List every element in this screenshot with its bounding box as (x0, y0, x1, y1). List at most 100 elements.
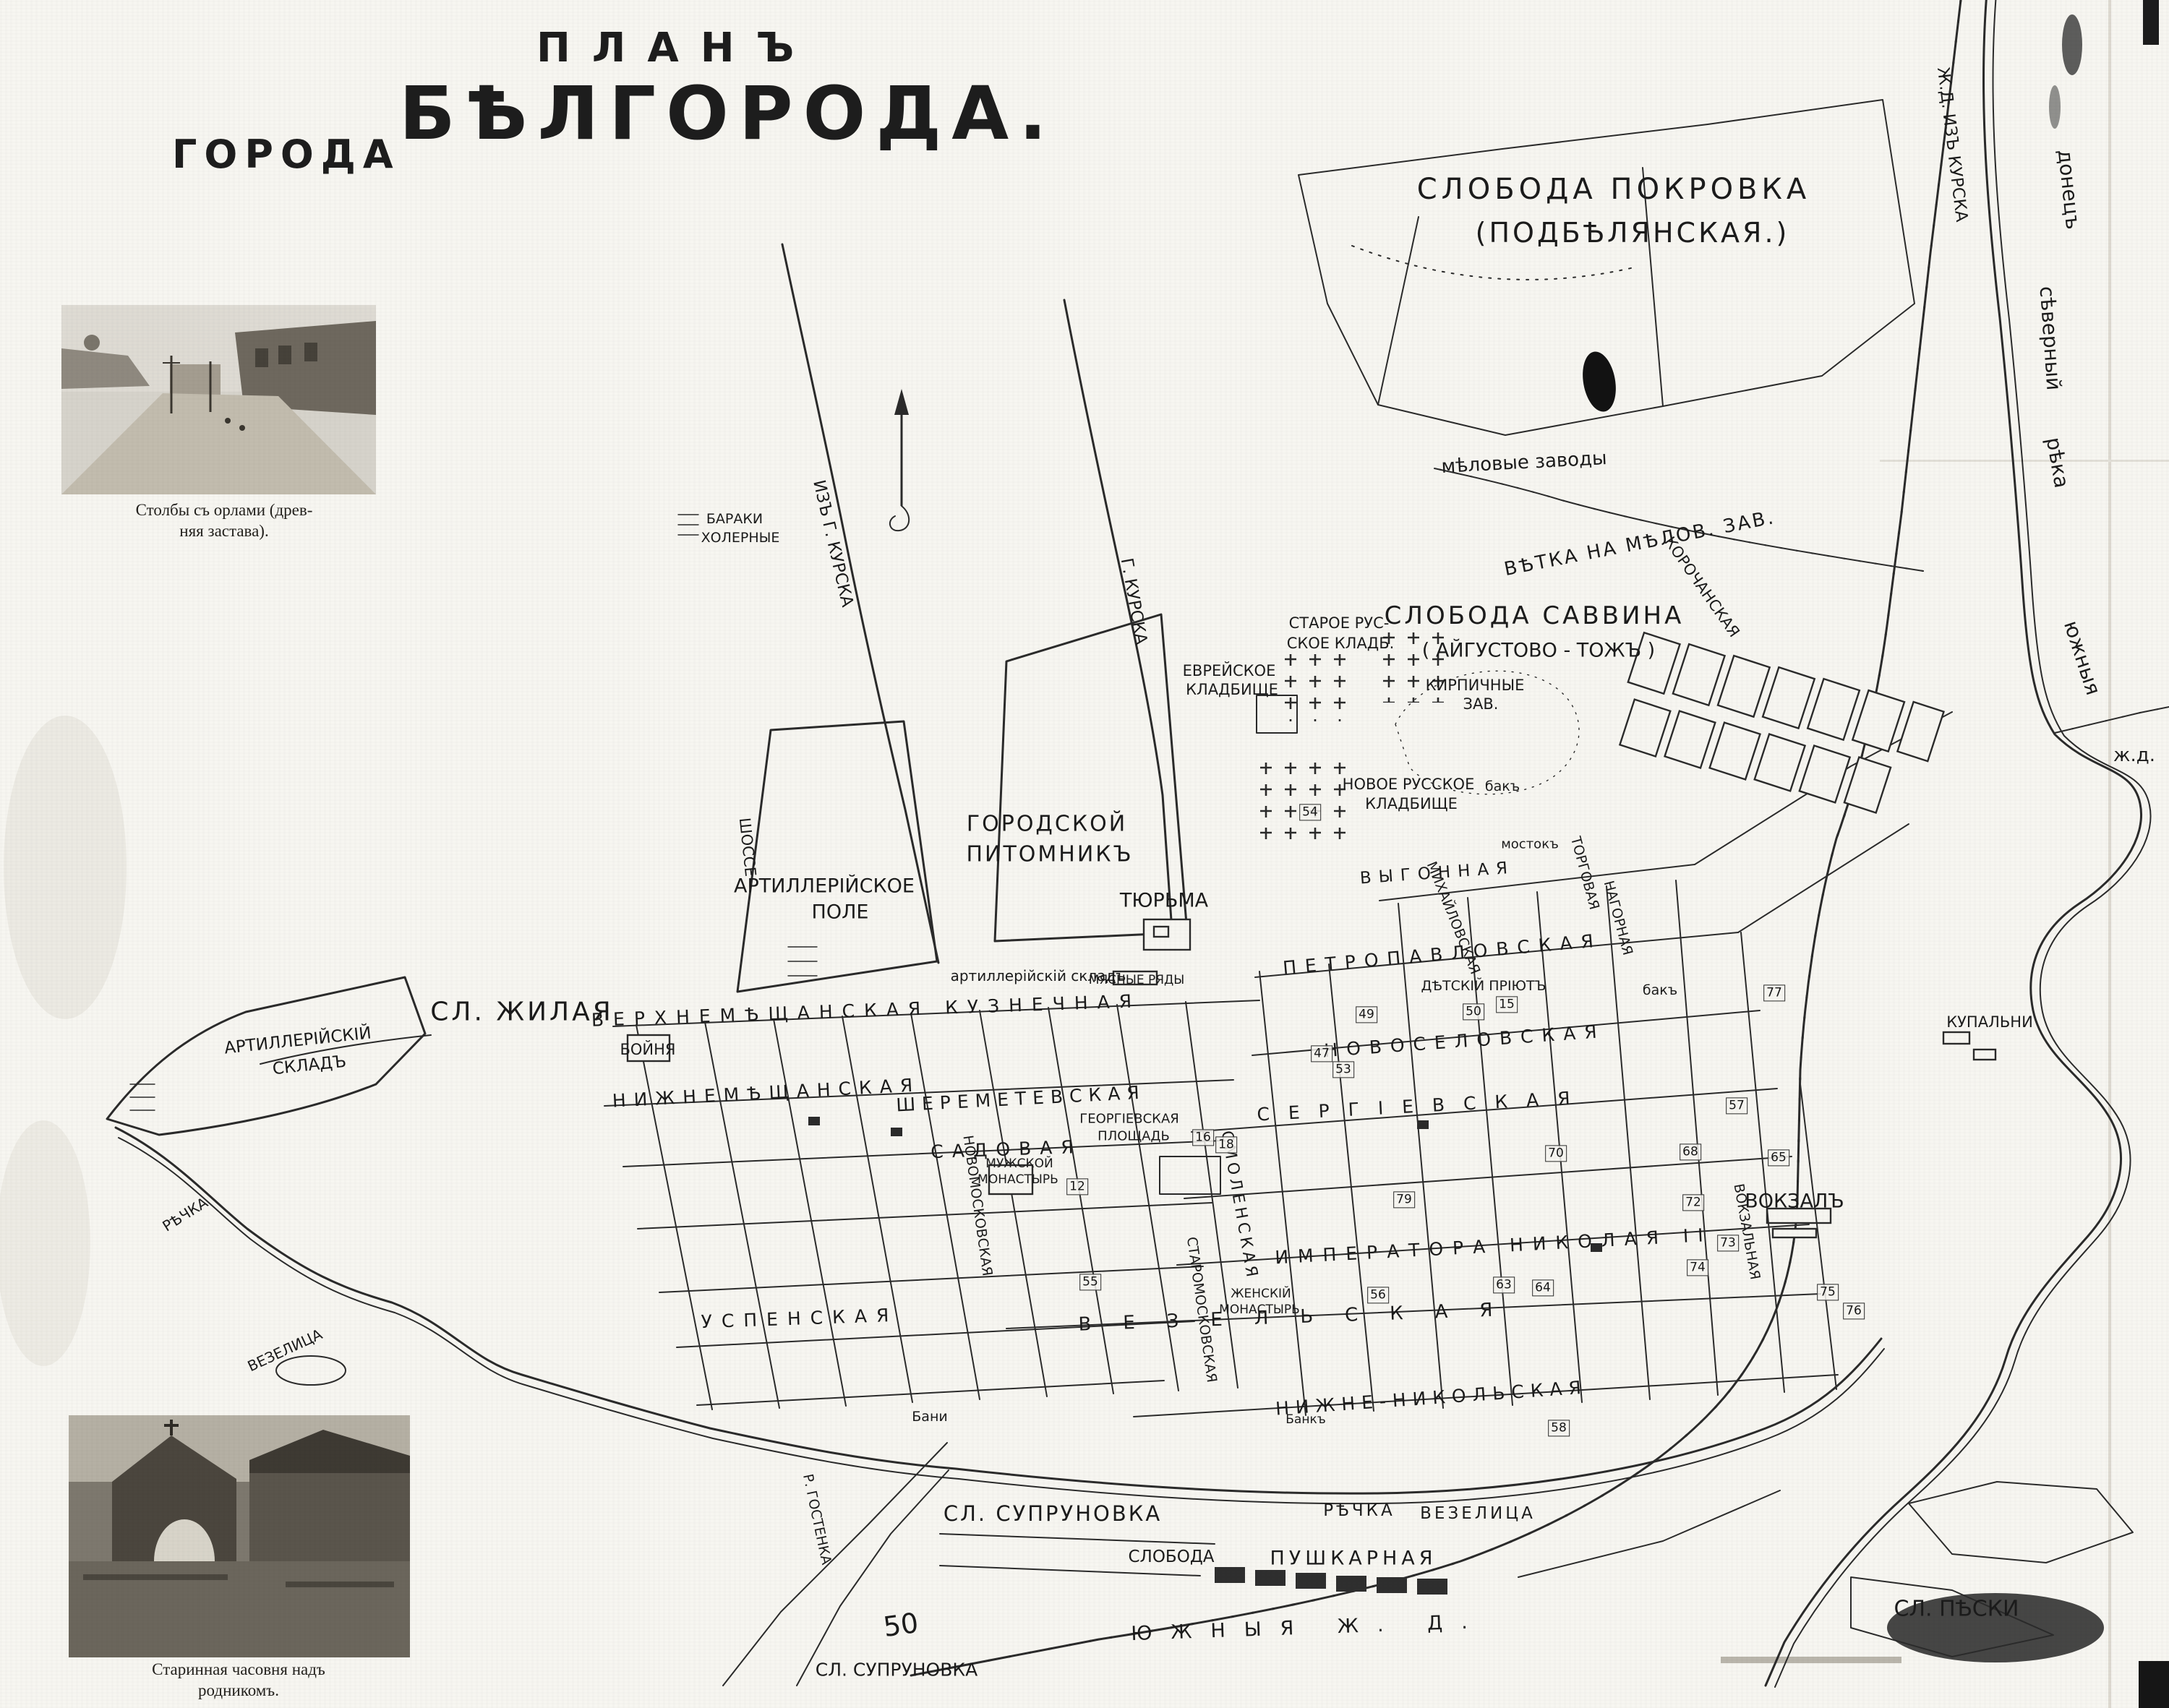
numbered-building-marker: 76 (1843, 1303, 1865, 1320)
map-label: мостокъ (1501, 836, 1559, 852)
street-grid-west (604, 1000, 1260, 1410)
prison (1142, 918, 1192, 951)
numbered-building-marker: 63 (1493, 1276, 1515, 1294)
map-title-city-name: БѢЛГОРОДА. (399, 71, 1057, 157)
map-label: СЛ. СУПРУНОВКА (815, 1659, 978, 1681)
numbered-building-marker: 57 (1726, 1097, 1747, 1115)
photo-caption-chapel: Старинная часовня надъ родникомъ. (94, 1660, 383, 1701)
map-label: МЯСНЫЕ РЯДЫ (1088, 973, 1185, 987)
map-label: СЛОБОДА САВВИНА (1384, 601, 1685, 630)
map-label: артиллерійскій складъ (950, 967, 1126, 984)
street-grid-east (1006, 711, 1953, 1417)
railway-north (1796, 0, 2169, 1201)
map-label: бакъ (1484, 778, 1520, 794)
map-label: ПИТОМНИКЪ (966, 841, 1134, 867)
map-label: СЛОБОДА ПОКРОВКА (1416, 173, 1811, 206)
map-label: ВЕЗЕЛИЦА (1420, 1504, 1536, 1523)
map-label: Бани (912, 1409, 948, 1425)
numbered-building-marker: 58 (1548, 1420, 1570, 1437)
numbered-building-marker: 77 (1763, 984, 1785, 1002)
map-title-word-plan: ПЛАНЪ (536, 25, 816, 72)
map-label: БОЙНЯ (620, 1041, 676, 1058)
numbered-building-marker: 54 (1299, 804, 1321, 821)
buildings (626, 970, 1602, 1595)
compass-arrow (889, 389, 910, 532)
river-donets (1764, 0, 2152, 1688)
street-photo-art (61, 305, 376, 494)
map-label: ВОКЗАЛЪ (1745, 1190, 1844, 1213)
map-label: СТАРОЕ РУС- (1288, 614, 1390, 632)
chapel-photo-art (69, 1415, 410, 1657)
caption-line: няя застава). (179, 521, 269, 540)
map-label: КЛАДБИЩЕ (1186, 681, 1278, 698)
pokrovka-outline (1298, 99, 1915, 436)
photo-caption-street: Столбы съ орлами (древ- няя застава). (87, 500, 362, 542)
map-label: ГОРОДСКОЙ (966, 811, 1128, 837)
numbered-building-marker: 56 (1367, 1287, 1389, 1304)
caption-line: родникомъ. (198, 1681, 279, 1699)
map-label: Банкъ (1285, 1412, 1326, 1427)
numbered-building-marker: 12 (1066, 1178, 1088, 1196)
roads (260, 243, 1781, 1686)
map-label: МОНАСТЫРЬ (977, 1172, 1058, 1187)
caption-line: Старинная часовня надъ (152, 1660, 325, 1678)
map-label: КУПАЛЬНИ (1946, 1013, 2033, 1031)
numbered-building-marker: 18 (1215, 1136, 1237, 1154)
numbered-building-marker: 16 (1192, 1129, 1214, 1146)
photo-inset-chapel (69, 1415, 410, 1657)
map-label: СЛОБОДА (1128, 1548, 1215, 1566)
map-label: СЛ. СУПРУНОВКА (943, 1501, 1163, 1526)
numbered-building-marker: 65 (1768, 1149, 1789, 1167)
map-label: ( АЙГУСТОВО - ТОЖЪ ) (1421, 639, 1656, 662)
numbered-building-marker: 73 (1717, 1235, 1739, 1252)
map-label: МОНАСТЫРЬ (1219, 1303, 1300, 1317)
map-label: НОВОЕ РУССКОЕ (1342, 776, 1475, 793)
numbered-building-marker: 72 (1682, 1194, 1704, 1211)
rail-yards (1850, 1481, 2134, 1657)
numbered-building-marker: 53 (1332, 1061, 1354, 1078)
map-label: СКОЕ КЛАДБ. (1286, 635, 1395, 652)
map-label: РѢЧКА (1323, 1501, 1395, 1520)
numbered-building-marker: 15 (1496, 996, 1518, 1013)
map-label: КЛАДБИЩЕ (1365, 795, 1458, 812)
map-label: АРТИЛЛЕРІЙСКОЕ (734, 875, 915, 898)
map-label: ХОЛЕРНЫЕ (701, 530, 780, 546)
map-label: ДѢТСКІЙ ПРІЮТЪ (1421, 978, 1546, 994)
river-vezelitsa (114, 1126, 1885, 1686)
numbered-building-marker: 55 (1079, 1274, 1101, 1291)
artillery-depot-west (106, 976, 427, 1136)
map-label: ЗАВ. (1463, 695, 1499, 713)
savvina-blocks (1618, 631, 1946, 815)
map-label: ГЕОРГІЕВСКАЯ (1079, 1111, 1179, 1127)
map-label: ЕВРЕЙСКОЕ (1182, 662, 1276, 679)
map-label: (ПОДБѢЛЯНСКАЯ.) (1475, 217, 1790, 249)
numbered-building-marker: 68 (1680, 1143, 1701, 1161)
map-label: КИРПИЧНЫЕ (1425, 677, 1525, 694)
railway-branch-chalk (1434, 468, 1924, 572)
numbered-building-marker: 75 (1817, 1284, 1839, 1301)
numbered-building-marker: 47 (1311, 1045, 1332, 1063)
map-label: ПУШКАРНАЯ (1270, 1547, 1437, 1570)
railway-south (910, 1198, 1799, 1677)
numbered-building-marker: 49 (1356, 1006, 1377, 1023)
map-title-word-goroda: ГОРОДА (172, 132, 401, 177)
cholera-barracks (677, 514, 699, 536)
map-label: бакъ (1642, 982, 1678, 998)
map-label: МУЖСКОЙ (985, 1156, 1053, 1171)
map-label: ЖЕНСКІЙ (1231, 1287, 1291, 1301)
map-label: ПЛОЩАДЬ (1098, 1128, 1170, 1144)
caption-line: Столбы съ орлами (древ- (135, 501, 313, 519)
numbered-building-marker: 74 (1687, 1259, 1708, 1276)
numbered-building-marker: 70 (1545, 1145, 1567, 1162)
map-label: ТЮРЬМА (1119, 889, 1209, 912)
numbered-building-marker: 50 (1463, 1003, 1484, 1021)
numbered-building-marker: 64 (1532, 1279, 1554, 1297)
numbered-building-marker: 79 (1393, 1191, 1415, 1209)
map-label: ПОЛЕ (811, 901, 869, 924)
artillery-field (736, 720, 938, 993)
